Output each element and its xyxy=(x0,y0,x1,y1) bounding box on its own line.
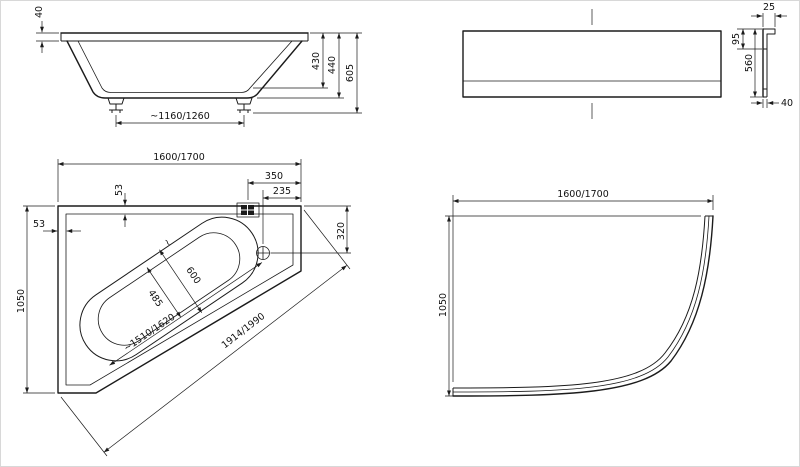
dim-depth-shell: 440 xyxy=(327,56,338,74)
panel-plan-view: 1600/1700 1050 xyxy=(438,189,714,397)
dim-feet-spacing: ~1160/1260 xyxy=(150,111,210,122)
panel-front-view: 25 95 560 40 xyxy=(462,2,793,119)
dim-plan-width: 1050 xyxy=(16,289,27,313)
panel-section-profile xyxy=(763,28,776,98)
dim-rim-left: 53 xyxy=(33,219,45,230)
panel-face-outline xyxy=(462,30,722,98)
panel-curve-outer xyxy=(452,215,714,397)
extension-line xyxy=(762,13,776,27)
dim-rim-drop: 40 xyxy=(34,6,45,18)
dim-basin-width-rim: 600 xyxy=(183,265,202,286)
extension-line xyxy=(452,195,714,382)
tub-plan-outline xyxy=(57,205,302,394)
extension-line xyxy=(115,115,245,127)
dim-drain-offset: 235 xyxy=(273,186,291,197)
drain-hole-cross xyxy=(256,246,270,260)
extension-line xyxy=(36,32,59,42)
dim-tap-offset: 350 xyxy=(265,171,283,182)
tub-plan-inner-rim xyxy=(65,213,294,386)
dim-panel-height: 1050 xyxy=(438,293,449,317)
tub-outer-shell xyxy=(66,40,303,99)
plan-view: 1600/1700 350 235 53 53 1050 320 485 600… xyxy=(16,152,351,457)
side-elevation-view: 40 430 440 605 ~1160/1260 xyxy=(34,6,362,127)
dim-basin-width-floor: 485 xyxy=(145,288,164,309)
tub-rim-end-caps xyxy=(60,33,309,41)
panel-curve-middle xyxy=(452,215,710,393)
extension-line xyxy=(23,205,55,394)
dim-upper-height: 95 xyxy=(731,33,742,45)
tub-foot-left xyxy=(107,97,125,113)
panel-curve-inner xyxy=(452,215,706,389)
dim-depth-inner: 430 xyxy=(311,52,322,70)
extension-line xyxy=(60,209,351,457)
tub-inner-basin-line xyxy=(77,40,293,93)
extension-line xyxy=(762,99,768,108)
panel-end-caps xyxy=(452,215,713,396)
dim-top-thickness: 25 xyxy=(763,2,775,13)
extension-line xyxy=(253,32,362,114)
tap-block-cross xyxy=(241,205,254,215)
dim-rim-top: 53 xyxy=(114,184,125,196)
approx-symbol: ~ xyxy=(160,236,174,249)
tap-deck-outline xyxy=(236,202,260,218)
dim-plan-length: 1600/1700 xyxy=(153,152,205,163)
dimension-line xyxy=(103,265,348,453)
dim-drain-depth: 320 xyxy=(336,222,347,240)
extension-line xyxy=(57,159,302,202)
tub-foot-right xyxy=(235,97,253,113)
dim-panel-height: 560 xyxy=(744,54,755,72)
dim-height-overall: 605 xyxy=(345,64,356,82)
dim-bottom-width: 40 xyxy=(781,98,793,109)
dim-panel-length: 1600/1700 xyxy=(557,189,609,200)
